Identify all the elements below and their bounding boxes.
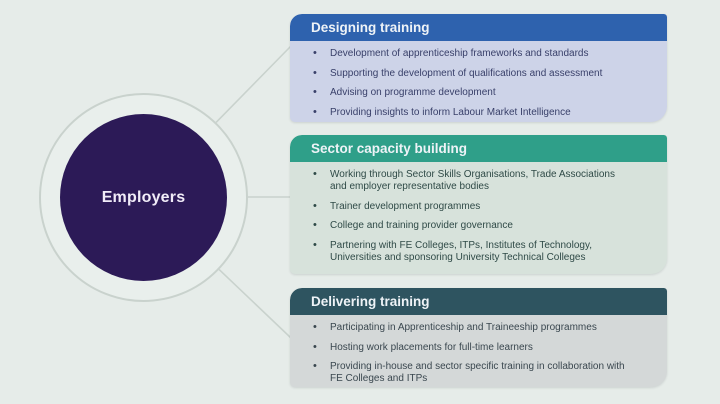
employers-ring-outline [39, 93, 248, 302]
bullet-item: Trainer development programmes [312, 200, 627, 213]
bullet-item: Participating in Apprenticeship and Trai… [312, 321, 627, 334]
bullet-item: Supporting the development of qualificat… [312, 67, 653, 80]
box-delivering-training: Delivering training Participating in App… [290, 288, 667, 387]
bullet-item: Hosting work placements for full-time le… [312, 341, 627, 354]
bullet-item: College and training provider governance [312, 219, 627, 232]
employers-circle: Employers [60, 114, 227, 281]
box-sector-capacity-building-header: Sector capacity building [290, 135, 667, 162]
bullet-item: Development of apprenticeship frameworks… [312, 47, 653, 60]
bullet-item: Advising on programme development [312, 86, 653, 99]
box-delivering-training-header: Delivering training [290, 288, 667, 315]
box-designing-training-list: Development of apprenticeship frameworks… [290, 41, 667, 122]
bullet-item: Providing in-house and sector specific t… [312, 360, 627, 385]
bullet-item: Providing insights to inform Labour Mark… [312, 106, 653, 119]
box-designing-training: Designing training Development of appren… [290, 14, 667, 122]
bullet-item: Partnering with FE Colleges, ITPs, Insti… [312, 239, 627, 264]
bullet-item: Working through Sector Skills Organisati… [312, 168, 627, 193]
box-sector-capacity-building: Sector capacity building Working through… [290, 135, 667, 274]
box-designing-training-header: Designing training [290, 14, 667, 41]
employers-label: Employers [101, 188, 186, 206]
box-sector-capacity-building-list: Working through Sector Skills Organisati… [290, 162, 667, 270]
box-delivering-training-list: Participating in Apprenticeship and Trai… [290, 315, 667, 387]
